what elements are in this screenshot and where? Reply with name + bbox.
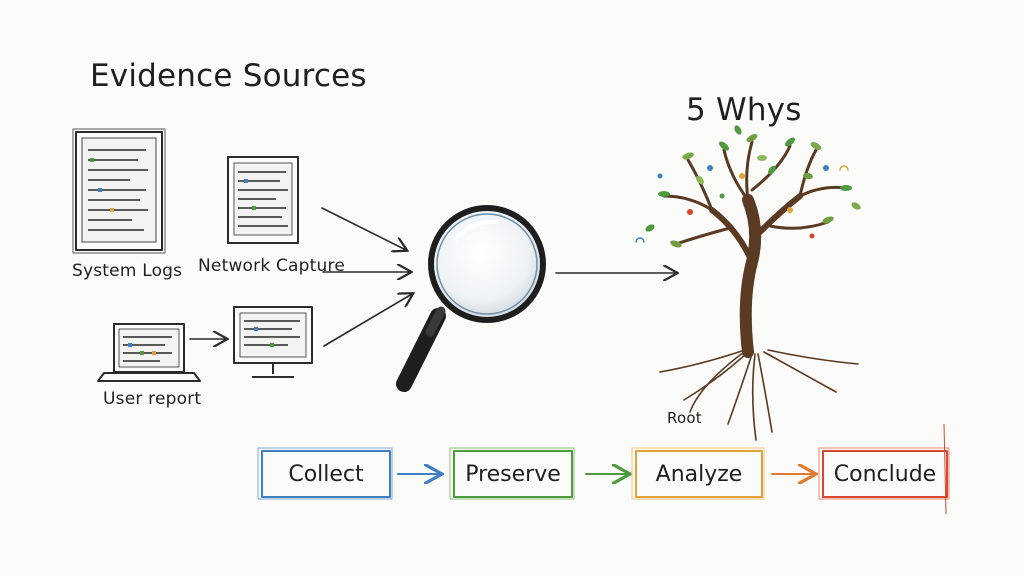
step-box-analyze-outline [631,447,765,500]
step-preserve: Preserve [454,451,572,497]
user-report-label: User report [103,389,202,409]
five-whys-label: 5 Whys [686,92,802,128]
magnifying-glass-icon [396,205,546,392]
step-conclude: Conclude [823,451,947,497]
network-capture-window-icon [227,156,299,244]
step-collect: Collect [262,451,390,497]
step-box-preserve-outline [449,447,575,500]
user-to-magnifier-arrow [323,294,412,347]
root-cause-tree-icon [635,125,861,441]
step-analyze-label: Analyze [655,461,743,487]
step-box-collect-outline [257,447,393,500]
system-logs-document-icon [72,128,166,254]
user-report-laptop-icon [97,323,201,382]
step-box-conclude-outline [818,423,950,515]
system-logs-label: System Logs [72,261,183,281]
step-conclude-label: Conclude [833,461,937,487]
step-preserve-label: Preserve [465,461,561,487]
network-to-magnifier-arrow [321,207,406,250]
step-collect-label: Collect [288,461,364,487]
diagram-title: Evidence Sources [90,58,367,94]
monitor-icon [233,306,313,378]
root-label: Root [667,409,702,427]
network-capture-label: Network Capture [198,256,345,276]
step-analyze: Analyze [636,451,762,497]
